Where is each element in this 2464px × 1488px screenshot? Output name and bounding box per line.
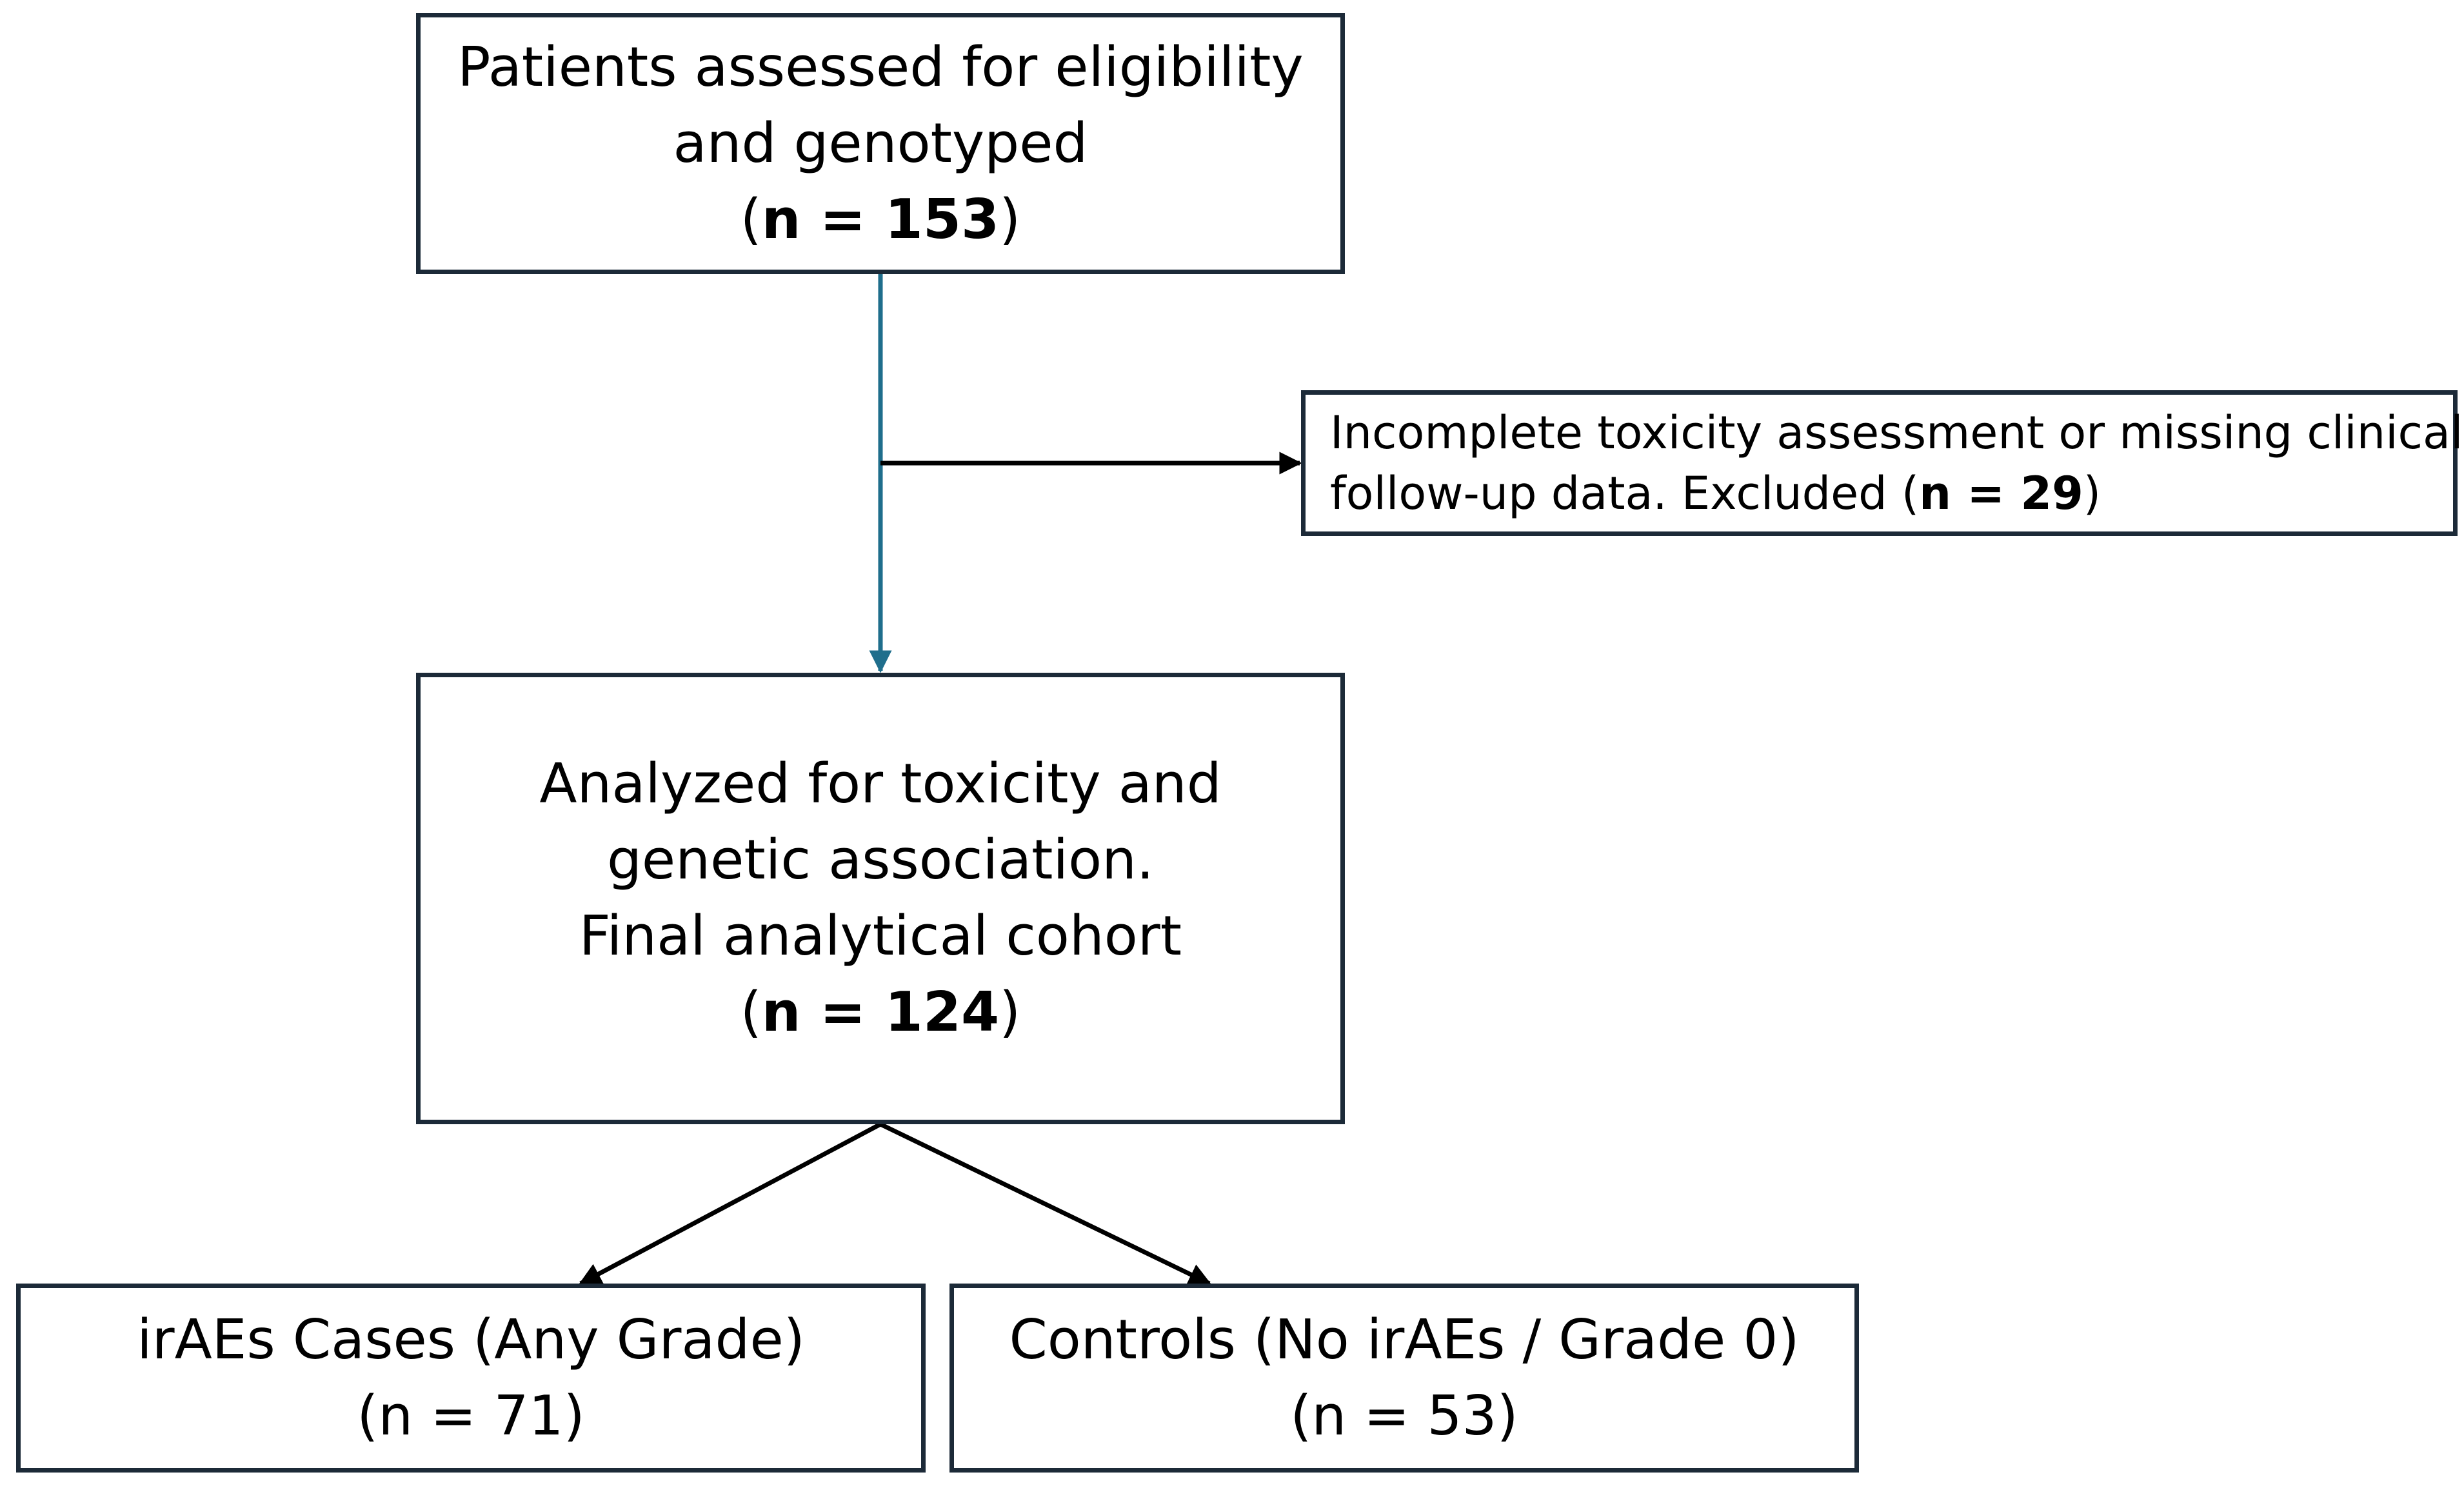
excluded-line-2: follow-up data. Excluded (n = 29): [1330, 467, 2101, 520]
analyzed-box: Analyzed for toxicity and genetic associ…: [416, 673, 1345, 1124]
excluded-count: n = 29: [1919, 467, 2083, 520]
cases-arrow: [578, 1122, 882, 1286]
analyzed-line-1: Analyzed for toxicity and: [539, 752, 1222, 816]
eligibility-box: Patients assessed for eligibility and ge…: [416, 13, 1345, 274]
analyzed-count-line: (n = 124): [740, 980, 1021, 1044]
eligibility-line-1: Patients assessed for eligibility: [457, 35, 1304, 99]
eligibility-count: n = 153: [761, 187, 1000, 252]
analyzed-count: n = 124: [761, 980, 1000, 1044]
analyzed-line-3: Final analytical cohort: [579, 904, 1182, 968]
controls-box: Controls (No irAEs / Grade 0) (n = 53): [949, 1284, 1859, 1473]
cases-line-1: irAEs Cases (Any Grade): [137, 1307, 805, 1372]
cases-count: (n = 71): [357, 1384, 585, 1448]
excluded-box: Incomplete toxicity assessment or missin…: [1301, 390, 2463, 536]
cases-box: irAEs Cases (Any Grade) (n = 71): [16, 1284, 926, 1473]
controls-arrow: [879, 1122, 1212, 1286]
controls-count: (n = 53): [1290, 1384, 1518, 1448]
controls-line-1: Controls (No irAEs / Grade 0): [1009, 1307, 1800, 1372]
analyzed-line-2: genetic association.: [606, 828, 1155, 892]
excluded-line-1: Incomplete toxicity assessment or missin…: [1330, 406, 2463, 459]
eligibility-line-2: and genotyped: [673, 111, 1088, 175]
eligibility-count-line: (n = 153): [740, 187, 1021, 252]
